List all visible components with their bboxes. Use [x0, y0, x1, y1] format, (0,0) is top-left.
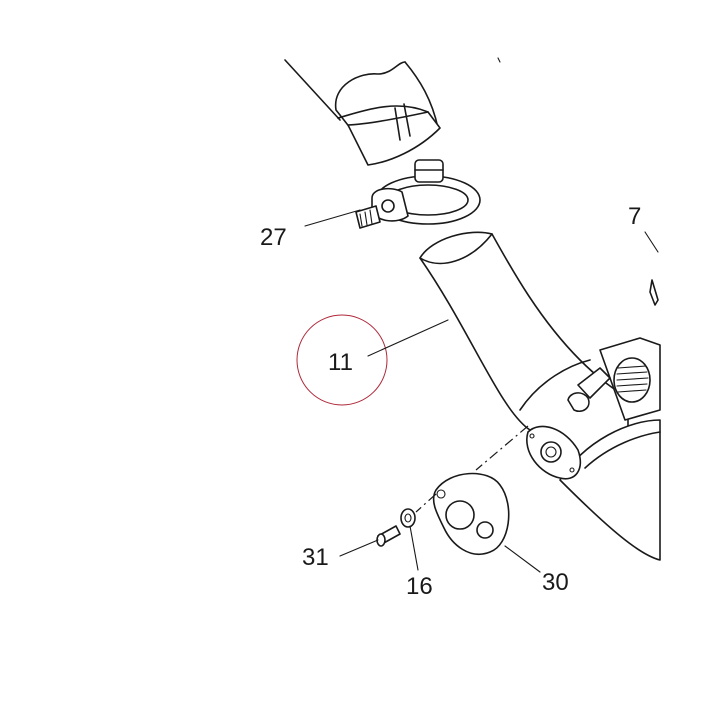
right-bracket — [567, 279, 661, 421]
leader-line-16 — [409, 525, 419, 571]
upper-pipe — [284, 57, 501, 166]
assembly-centerline-lower — [415, 493, 437, 513]
clamp — [355, 159, 481, 229]
pipe-flange — [526, 425, 582, 480]
heat-shield — [432, 472, 510, 555]
screw — [376, 525, 401, 547]
callout-16: 16 — [406, 573, 433, 600]
leader-line-7 — [644, 231, 659, 253]
leader-line-31 — [339, 539, 379, 557]
leader-line-30 — [504, 545, 541, 573]
callout-27: 27 — [260, 224, 287, 251]
callout-11: 11 — [328, 349, 353, 376]
callout-31: 31 — [302, 544, 329, 571]
highlight-circle — [296, 314, 388, 406]
callout-7: 7 — [628, 203, 641, 230]
callout-30: 30 — [542, 569, 569, 596]
washer — [400, 508, 416, 528]
lower-connector — [559, 419, 661, 561]
leader-line-27 — [304, 209, 361, 227]
middle-pipe — [419, 231, 629, 471]
leader-line-11 — [367, 319, 449, 357]
assembly-centerline — [475, 425, 529, 471]
